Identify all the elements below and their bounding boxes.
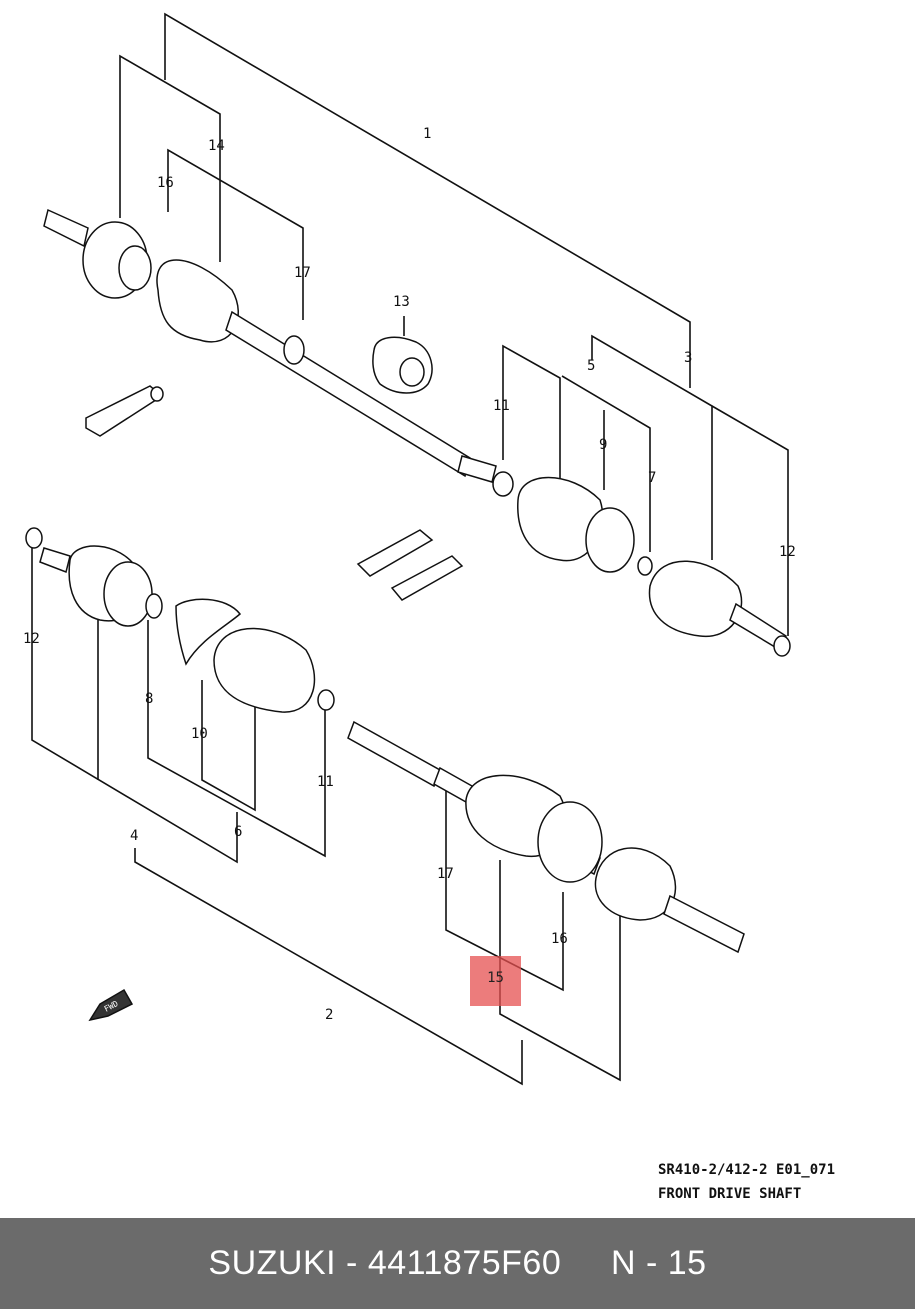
label-16-upper: 16 (157, 175, 174, 191)
label-15: 15 (487, 970, 504, 986)
right-joint-group (356, 471, 791, 657)
fwd-arrow: FWD (88, 988, 134, 1022)
lower-right-shaft (347, 720, 745, 954)
label-14: 14 (208, 138, 225, 154)
damper-part-13 (372, 336, 433, 394)
label-5: 5 (587, 358, 595, 374)
drive-shaft-diagram: FWD 1 2 3 4 5 6 7 8 9 10 11 11 12 12 13 … (23, 12, 796, 1086)
lower-left-group (25, 527, 335, 713)
label-10: 10 (191, 726, 208, 742)
label-9: 9 (599, 437, 607, 453)
leader-lines (31, 12, 789, 1086)
label-12-left: 12 (23, 631, 40, 647)
highlight-part-15[interactable]: 15 (470, 956, 521, 1006)
diagram-code: SR410-2/412-2 E01_071 (658, 1162, 836, 1178)
label-7: 7 (648, 470, 656, 486)
footer-spacer (561, 1244, 611, 1282)
label-16-lower: 16 (551, 931, 568, 947)
footer-separator: - (336, 1244, 368, 1282)
label-6: 6 (234, 824, 242, 840)
label-8: 8 (145, 691, 153, 707)
label-17-upper: 17 (294, 265, 311, 281)
label-17-lower: 17 (437, 866, 454, 882)
label-3: 3 (684, 350, 692, 366)
footer-ref: N - 15 (610, 1244, 707, 1282)
footer-text: SUZUKI - 4411875F60 N - 15 (0, 1244, 915, 1283)
label-11-lower: 11 (317, 774, 334, 790)
label-11-upper: 11 (493, 398, 510, 414)
label-1: 1 (423, 126, 431, 142)
label-4: 4 (130, 828, 138, 844)
label-2: 2 (325, 1007, 333, 1023)
label-13: 13 (393, 294, 410, 310)
label-12-right: 12 (779, 544, 796, 560)
diagram-title: FRONT DRIVE SHAFT (658, 1186, 802, 1202)
footer-brand: SUZUKI (208, 1244, 337, 1282)
upper-shaft-assembly (43, 208, 497, 483)
footer-bar: SUZUKI - 4411875F60 N - 15 (0, 1218, 915, 1309)
callout-labels: 1 2 3 4 5 6 7 8 9 10 11 11 12 12 13 14 1… (23, 126, 796, 1023)
footer-part-number: 4411875F60 (367, 1244, 562, 1282)
